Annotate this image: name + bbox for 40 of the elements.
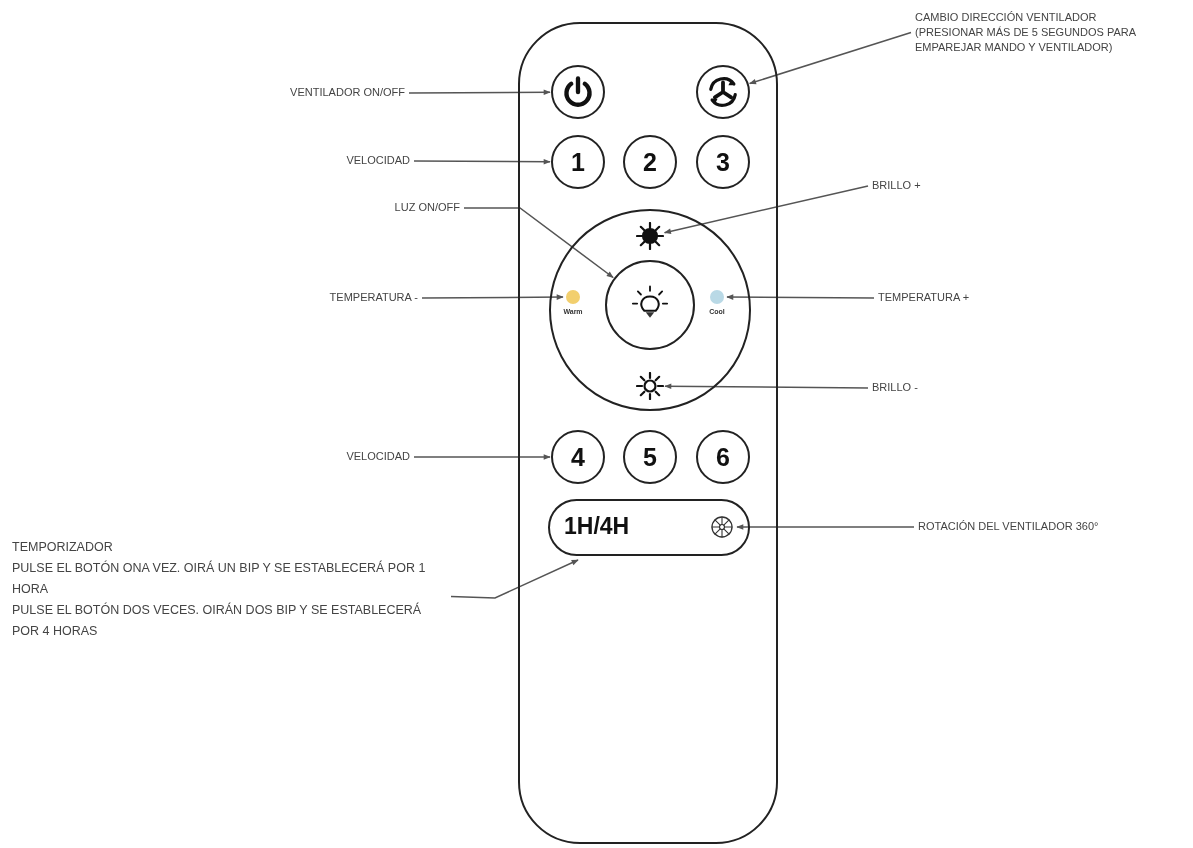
callout-label: VENTILADOR ON/OFF <box>240 85 405 101</box>
leader-arrow <box>421 294 564 300</box>
light-button <box>605 260 695 350</box>
callout-label: ROTACIÓN DEL VENTILADOR 360° <box>918 519 1128 535</box>
callout-text: PULSE EL BOTÓN ONA VEZ. OIRÁ UN BIP Y SE ESTABLECERÁ POR 1 HORA <box>12 559 427 598</box>
sun-icon <box>636 222 664 250</box>
fan-direction-button <box>696 65 750 119</box>
callout-heading: TEMPORIZADOR <box>12 539 114 556</box>
leader-arrow <box>664 383 869 389</box>
callout-heading: CAMBIO DIRECCIÓN VENTILADOR <box>915 10 1098 25</box>
leader-arrow <box>663 185 869 234</box>
leader-arrow <box>413 454 551 460</box>
callout-label: BRILLO + <box>872 178 952 194</box>
number-button: 6 <box>696 430 750 484</box>
leader-arrow <box>408 89 551 95</box>
number-button: 4 <box>551 430 605 484</box>
remote-body <box>518 22 778 844</box>
callout-label: TEMPERATURA + <box>878 290 998 306</box>
number-button: 1 <box>551 135 605 189</box>
leader-arrow <box>736 524 915 530</box>
timer-button: 1H/4H <box>548 499 750 556</box>
leader-arrow <box>748 31 912 85</box>
number-button: 2 <box>623 135 677 189</box>
callout-text: PULSE EL BOTÓN DOS VECES. OIRÁN DOS BIP Y SE ESTABLECERÁ POR 4 HORAS <box>12 601 423 640</box>
callout-label: TEMPERATURA - <box>295 290 418 306</box>
callout-label: LUZ ON/OFF <box>350 200 460 216</box>
sun-icon <box>636 372 664 400</box>
control-ring <box>549 209 751 411</box>
leader-arrow <box>450 559 579 599</box>
callout-label: BRILLO - <box>872 380 952 396</box>
callout-text: (PRESIONAR MÁS DE 5 SEGUNDOS PARA EMPAREJAR MANDO Y VENTILADOR) <box>915 25 1137 55</box>
number-button: 3 <box>696 135 750 189</box>
leader-arrow <box>413 159 551 165</box>
number-button: 5 <box>623 430 677 484</box>
power-button <box>551 65 605 119</box>
leader-arrow <box>463 207 614 279</box>
wheel-icon <box>708 513 736 541</box>
leader-arrow <box>726 294 875 300</box>
callout-label: VELOCIDAD <box>300 449 410 465</box>
callout-label: VELOCIDAD <box>300 153 410 169</box>
